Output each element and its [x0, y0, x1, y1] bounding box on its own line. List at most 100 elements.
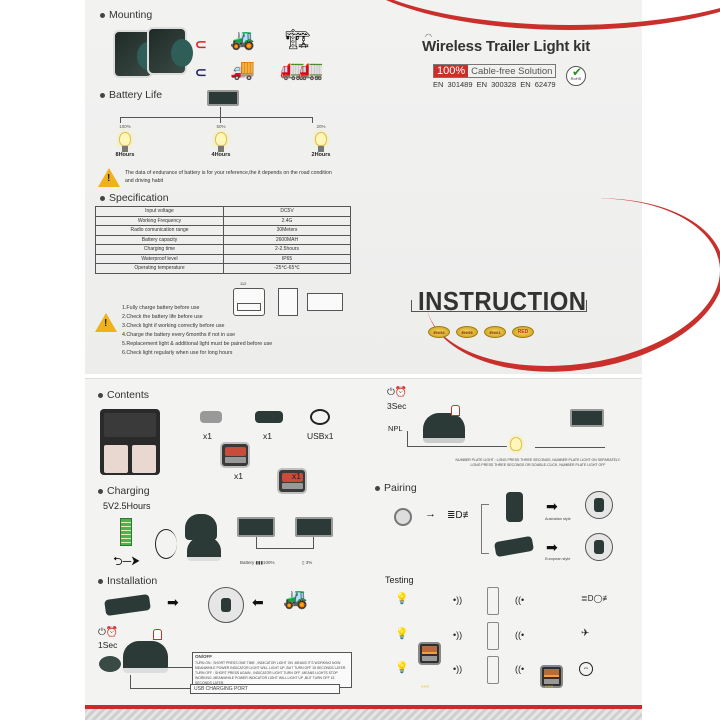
case-lid [104, 413, 156, 437]
list-item: 5.Replacement light & additional light m… [122, 341, 273, 347]
connector-line [120, 117, 312, 118]
trailer-plug-image [104, 593, 151, 617]
red-swoosh-top [340, 0, 720, 30]
leader-line [130, 675, 190, 689]
number-plate-note: NUMBER PLATE LIGHT : LONG PRESS THREE SE… [455, 458, 621, 468]
tail-light-right-qty: x1 [292, 471, 301, 481]
bracket-line [481, 504, 489, 554]
installation-heading: Installation [98, 575, 157, 587]
charging-spec: 5V2.5Hours [103, 501, 151, 511]
diagram-detail [237, 303, 261, 311]
usb-icon: ⮌─⮞ [113, 554, 141, 568]
magnet-icon: ⊂ [195, 36, 207, 52]
usage-notes-list: 1.Fully charge battery before use 2.Chec… [122, 304, 272, 358]
npl-label: NPL [388, 424, 403, 433]
tail-light-image [220, 442, 250, 468]
remote-plug-icon [487, 587, 499, 615]
brake-pedal-icon: ✈ [581, 628, 590, 639]
list-item: 6.Check light regularly when use for lon… [122, 350, 233, 356]
socket-diagram [208, 587, 244, 623]
bulb-icon [315, 132, 327, 146]
carry-case-image [100, 409, 160, 475]
tractor-icon: 🚜 [283, 588, 308, 610]
light-unit-charging [185, 514, 217, 540]
list-item: 1.Fully charge battery before use [122, 305, 200, 311]
tractor-icon: 🚜 [230, 29, 255, 51]
red-lens [282, 473, 303, 482]
connector-line [535, 447, 605, 448]
connector-line [220, 107, 221, 123]
battery-level-50: 50% 4Hours [211, 124, 231, 158]
indicator-icon: ⇔ [579, 662, 593, 676]
side-dimension-diagram [278, 288, 298, 316]
australian-plug-image [506, 492, 523, 522]
usb-port-label: USB CHARGING PORT [190, 684, 340, 694]
bullet-icon [98, 488, 103, 494]
leader-line [167, 667, 192, 668]
certification-badges: EN/54 EN/55 EN/61 RED [428, 326, 534, 338]
bulb-icon: 💡 [395, 628, 409, 640]
amber-lens [282, 483, 303, 489]
european-socket-diagram [585, 533, 613, 561]
signal-in-icon: ((• [515, 664, 525, 674]
arrow-left-icon: ⬅ [252, 594, 264, 610]
number-plate-light-image [570, 409, 604, 427]
charging-cable [155, 529, 177, 559]
connector-line [120, 117, 121, 123]
car-carrier-icon: 🚚 [230, 59, 255, 81]
footer-steel-texture [85, 709, 642, 720]
table-row: Operating temperature-25℃-65℃ [95, 263, 351, 274]
bulb-icon: 💡 [395, 593, 409, 605]
tail-light-left-qty: x1 [234, 471, 243, 481]
signal-in-icon: ((• [515, 630, 525, 640]
socket-adapter-image [255, 411, 283, 423]
connector-line [312, 117, 313, 123]
australian-style-label: Australian style [545, 517, 571, 521]
warning-icon: ! [95, 313, 117, 332]
bullet-icon [100, 12, 105, 18]
red-lens [225, 447, 246, 456]
bullet-icon [98, 578, 103, 584]
battery-life-heading: Battery Life [100, 89, 162, 101]
arrow-right-icon: → [425, 508, 436, 520]
cable-free-banner: 100% Cable-free Solution [433, 64, 557, 78]
bulb-icon [510, 437, 522, 451]
power-timer-icon: ⏻⏰ [387, 387, 408, 398]
signal-out-icon: •)) [453, 595, 463, 605]
front-dimension-diagram [233, 288, 265, 316]
signal-in-icon: ((• [515, 595, 525, 605]
magnet-icon: ⊂ [195, 64, 207, 80]
signal-out-icon: •)) [453, 630, 463, 640]
contents-heading: Contents [98, 389, 149, 401]
certification-badge: EN/55 [456, 326, 478, 338]
light-unit-image [207, 90, 239, 106]
arrow-right-icon: ➡ [546, 498, 558, 514]
footer-red-stripe [85, 705, 642, 709]
press-finger-icon [451, 405, 460, 416]
list-item: 3.Check light if working correctly befor… [122, 323, 225, 329]
case-light [132, 445, 156, 473]
wireless-signal-icon: ◠ [425, 32, 432, 41]
certification-badge: RED [512, 326, 534, 338]
bullet-icon [98, 392, 103, 398]
battery-full-label: Battery ▮▮▮100% [240, 560, 275, 565]
connector-line [256, 537, 314, 549]
usb-cable-image [310, 409, 330, 425]
cable-free-text: Cable-free Solution [471, 65, 553, 77]
battery-level-100: 100% 8Hours [115, 124, 135, 158]
case-light [104, 445, 128, 473]
instruction-heading: INSTRUCTION [418, 286, 587, 316]
list-item: 2.Check the battery life before use [122, 314, 203, 320]
dimension-width-label: 112 [240, 281, 247, 286]
bulb-base [122, 146, 128, 152]
bulb-base [318, 146, 324, 152]
indicator-led-closeup [99, 656, 121, 672]
testing-heading: Testing [385, 575, 414, 585]
product-title: Wireless Trailer Light kit [422, 38, 591, 55]
battery-warning-text: The data of endurance of battery is for … [125, 170, 332, 184]
car-charger-image [200, 411, 222, 423]
